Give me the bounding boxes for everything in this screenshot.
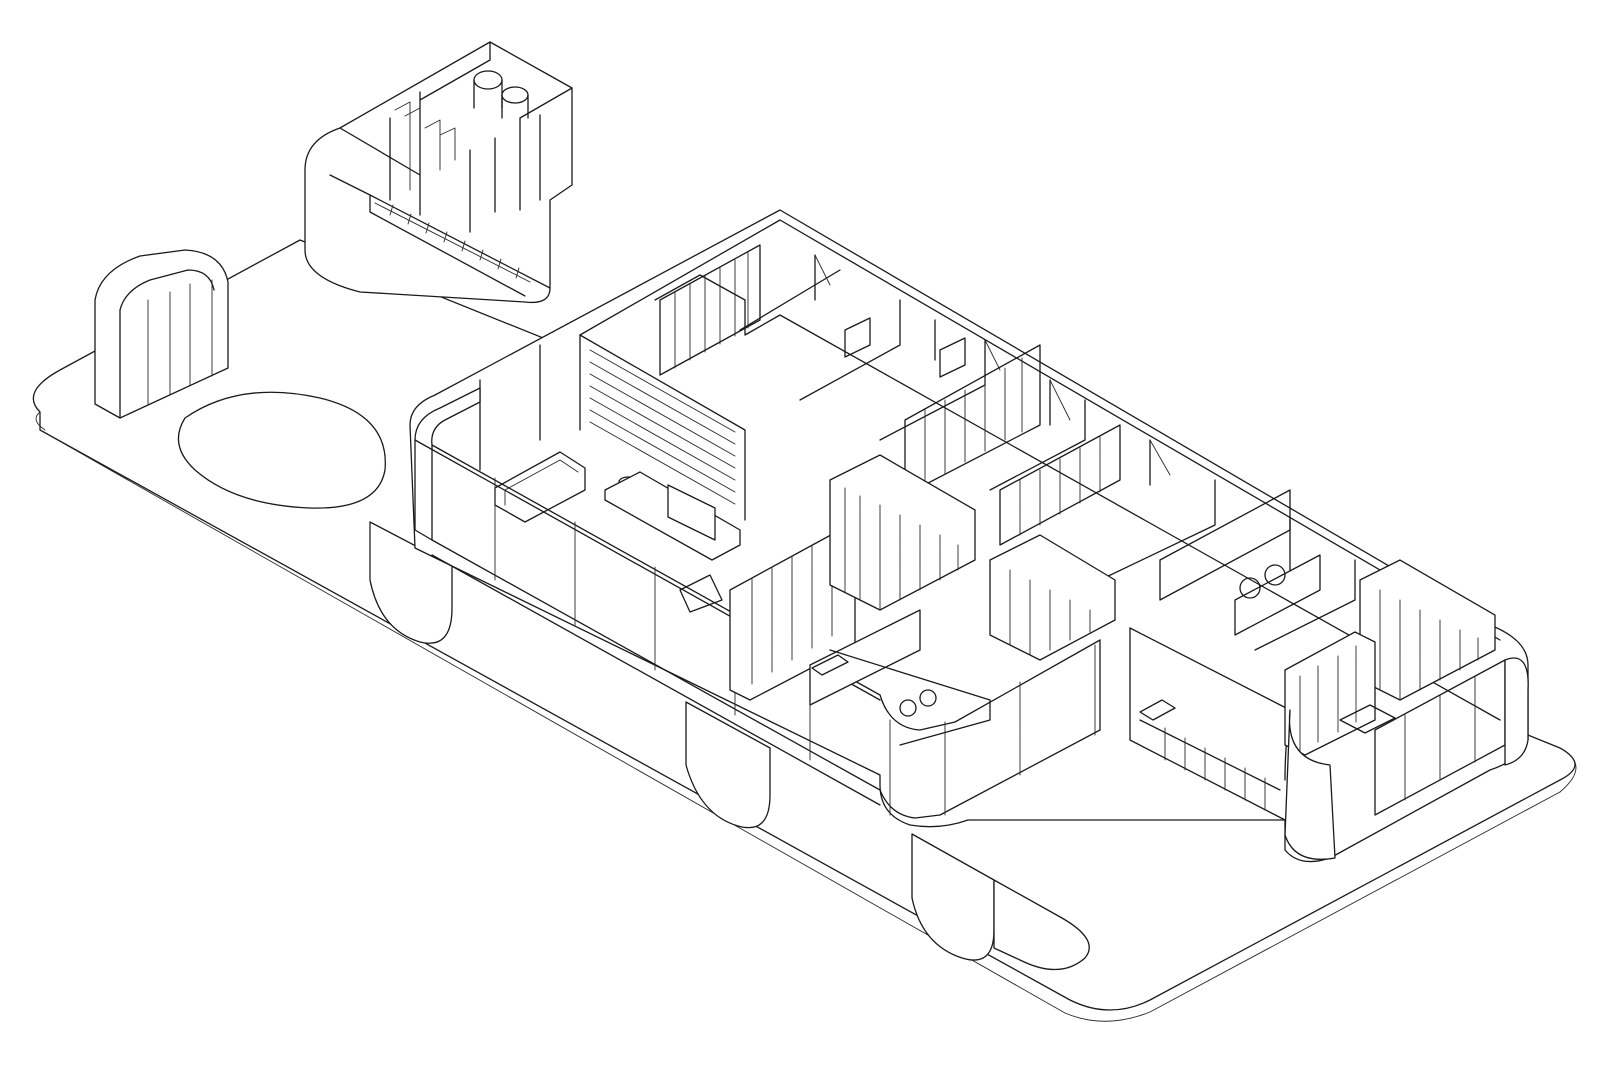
right-wing [1099, 559, 1529, 860]
half-round-planter [911, 833, 1090, 971]
bar-stools-icon [899, 689, 937, 717]
utility-annex [304, 41, 573, 304]
curved-planter-block [94, 249, 229, 419]
round-pool [177, 391, 386, 509]
tv-console [604, 471, 741, 561]
cooktop-icon [811, 654, 849, 676]
half-round-planter [685, 701, 771, 829]
central-wardrobe [829, 454, 1116, 661]
washbasin-icon [1139, 699, 1176, 721]
half-round-planter [369, 521, 453, 644]
